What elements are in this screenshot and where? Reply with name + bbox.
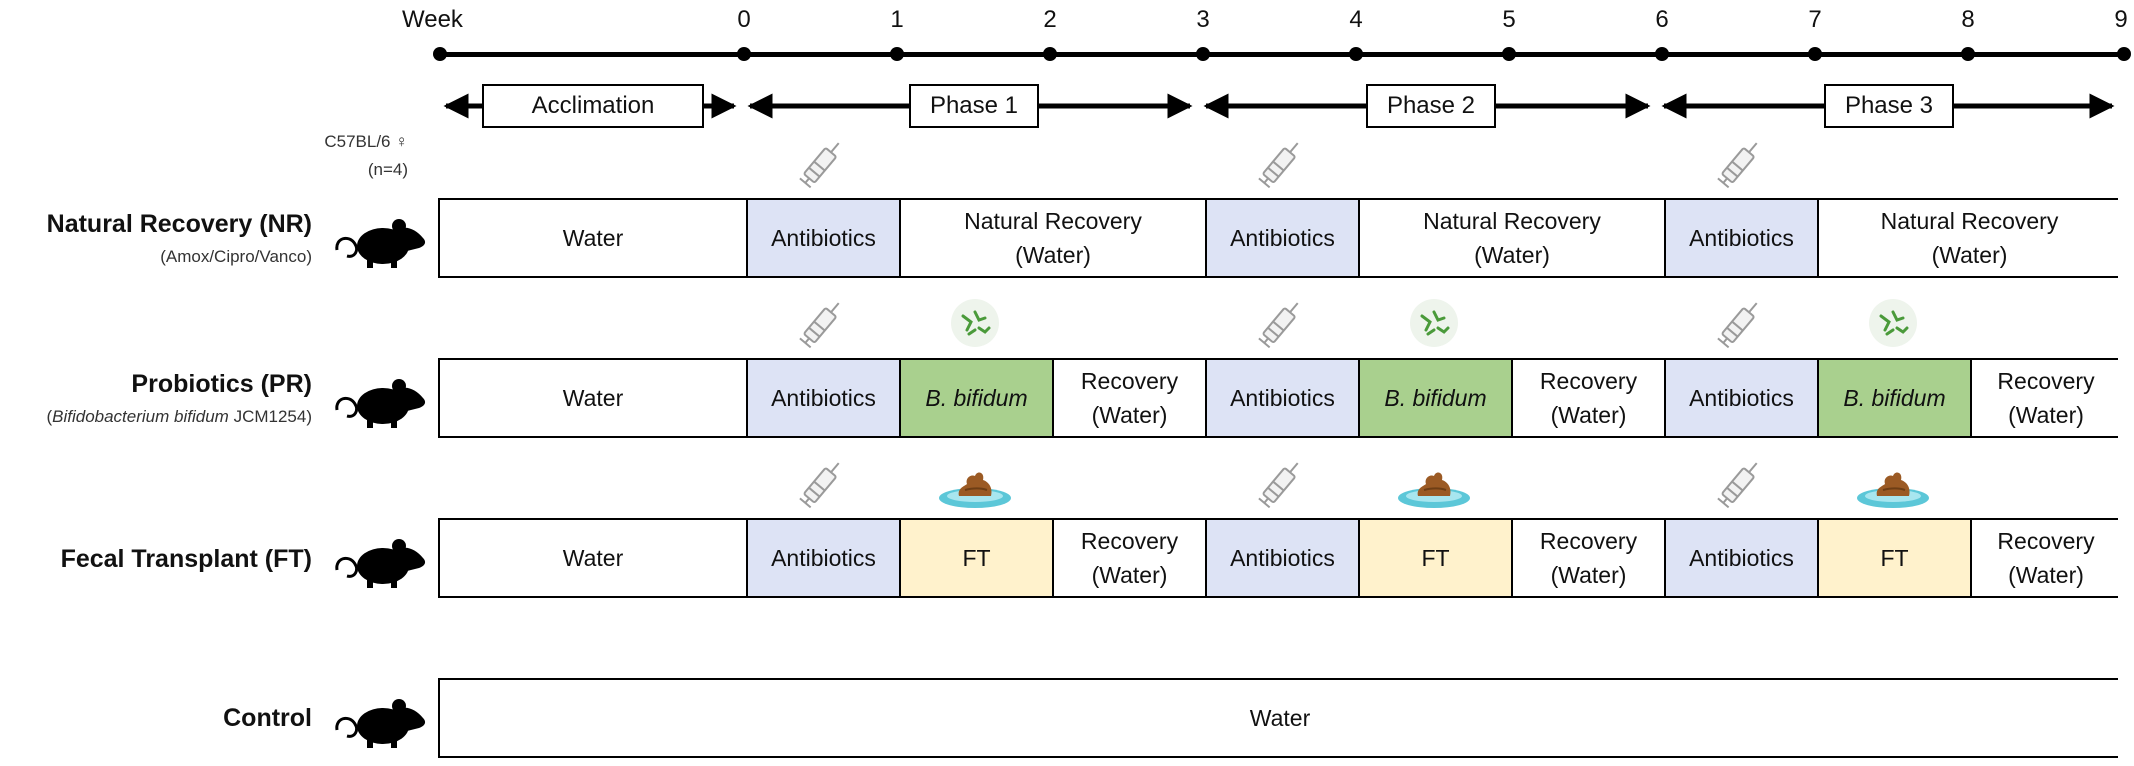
week-tick-label: 4 — [1349, 6, 1363, 33]
week-tick-label: 1 — [890, 6, 904, 33]
week-tick-label: 6 — [1655, 6, 1669, 33]
group-title-ft: Fecal Transplant (FT) — [60, 545, 312, 573]
segment-antibiotics: Antibiotics — [746, 520, 899, 596]
week-tick-label: 0 — [737, 6, 751, 33]
mouse-icon — [333, 690, 429, 750]
feces-dish-icon — [1853, 454, 1933, 512]
bacteria-icon — [1863, 294, 1923, 352]
subtitle-strain-id: JCM1254 — [233, 407, 307, 426]
segment-antibiotics: Antibiotics — [1664, 520, 1817, 596]
phase1-label: Phase 1 — [909, 84, 1039, 128]
segment-recovery: Recovery (Water) — [1052, 360, 1205, 436]
group-subtitle-pr: (Bifidobacterium bifidum JCM1254) — [46, 407, 312, 427]
bacteria-icon — [1404, 294, 1464, 352]
syringe-icon — [1251, 454, 1311, 512]
segment-recovery: Recovery (Water) — [1511, 360, 1664, 436]
phase3-label: Phase 3 — [1824, 84, 1954, 128]
segment-bifidum: B. bifidum — [1817, 360, 1970, 436]
syringe-icon — [792, 454, 852, 512]
axis-start-dot — [433, 47, 447, 61]
syringe-icon — [1251, 294, 1311, 352]
week-axis-line — [438, 52, 2118, 57]
syringe-icon — [1710, 134, 1770, 192]
week-tick-label: 3 — [1196, 6, 1210, 33]
cohort-info: C57BL/6 ♀ (n=4) — [324, 128, 408, 184]
week-tick-label: 8 — [1961, 6, 1975, 33]
segment-recovery: Natural Recovery (Water) — [1817, 200, 2120, 276]
segment-recovery: Natural Recovery (Water) — [899, 200, 1205, 276]
week-tick-dot — [1961, 47, 1975, 61]
subtitle-close-paren: ) — [306, 407, 312, 426]
segment-antibiotics: Antibiotics — [1664, 200, 1817, 276]
segment-water: Water — [440, 520, 746, 596]
week-tick-label: 5 — [1502, 6, 1516, 33]
period-arrows — [443, 93, 2115, 119]
week-tick-dot — [1043, 47, 1057, 61]
segment-antibiotics: Antibiotics — [746, 360, 899, 436]
week-tick-dot — [1349, 47, 1363, 61]
segment-recovery: Recovery (Water) — [1511, 520, 1664, 596]
mouse-icon — [333, 210, 429, 270]
subtitle-open-paren: ( — [46, 407, 53, 426]
week-axis-label: Week — [402, 6, 463, 33]
cohort-strain: C57BL/6 ♀ — [324, 132, 408, 151]
segment-bifidum: B. bifidum — [899, 360, 1052, 436]
segment-water: Water — [440, 680, 2120, 756]
segment-recovery: Recovery (Water) — [1052, 520, 1205, 596]
syringe-icon — [1710, 454, 1770, 512]
segment-antibiotics: Antibiotics — [1664, 360, 1817, 436]
week-tick-dot — [890, 47, 904, 61]
segment-antibiotics: Antibiotics — [1205, 520, 1358, 596]
week-tick-dot — [2117, 47, 2131, 61]
segment-recovery: Recovery (Water) — [1970, 520, 2120, 596]
bacteria-icon — [945, 294, 1005, 352]
feces-dish-icon — [1394, 454, 1474, 512]
week-tick-dot — [1655, 47, 1669, 61]
segment-recovery: Natural Recovery (Water) — [1358, 200, 1664, 276]
group-row-control: Water — [438, 678, 2120, 758]
week-tick-label: 9 — [2114, 6, 2128, 33]
week-tick-dot — [1502, 47, 1516, 61]
group-title-nr: Natural Recovery (NR) — [46, 210, 312, 238]
group-title-control: Control — [223, 704, 312, 732]
segment-recovery: Recovery (Water) — [1970, 360, 2120, 436]
mouse-icon — [333, 370, 429, 430]
mouse-icon — [333, 530, 429, 590]
week-tick-dot — [1808, 47, 1822, 61]
segment-ft: FT — [1817, 520, 1970, 596]
group-title-pr: Probiotics (PR) — [131, 370, 312, 398]
segment-bifidum: B. bifidum — [1358, 360, 1511, 436]
segment-antibiotics: Antibiotics — [1205, 360, 1358, 436]
feces-dish-icon — [935, 454, 1015, 512]
cohort-n: (n=4) — [367, 160, 408, 179]
segment-water: Water — [440, 360, 746, 436]
week-tick-label: 7 — [1808, 6, 1822, 33]
syringe-icon — [1710, 294, 1770, 352]
week-tick-dot — [1196, 47, 1210, 61]
subtitle-strain-species: Bifidobacterium bifidum — [52, 407, 229, 426]
phase2-label: Phase 2 — [1366, 84, 1496, 128]
segment-antibiotics: Antibiotics — [1205, 200, 1358, 276]
segment-ft: FT — [1358, 520, 1511, 596]
syringe-icon — [792, 134, 852, 192]
syringe-icon — [792, 294, 852, 352]
acclimation-label: Acclimation — [482, 84, 704, 128]
group-subtitle-nr: (Amox/Cipro/Vanco) — [160, 247, 312, 266]
week-tick-label: 2 — [1043, 6, 1057, 33]
segment-water: Water — [440, 200, 746, 276]
segment-antibiotics: Antibiotics — [746, 200, 899, 276]
syringe-icon — [1251, 134, 1311, 192]
week-tick-dot — [737, 47, 751, 61]
segment-ft: FT — [899, 520, 1052, 596]
